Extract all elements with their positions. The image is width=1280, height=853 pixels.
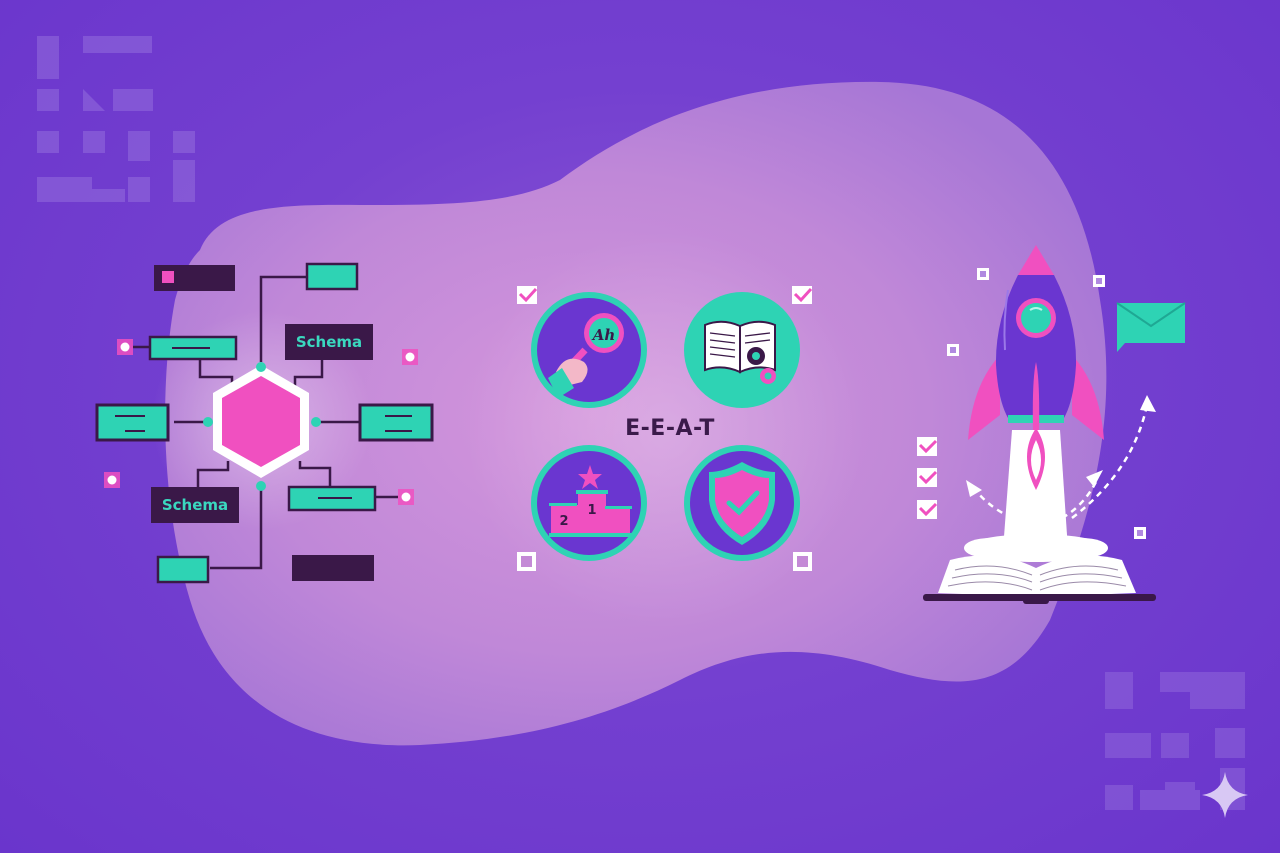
shield-check-icon xyxy=(684,445,800,561)
grid-decor-bottom-right xyxy=(1105,672,1245,810)
checklist-icon xyxy=(917,437,938,519)
teal-box xyxy=(358,403,434,442)
svg-text:1: 1 xyxy=(587,503,596,518)
dark-box xyxy=(292,555,374,581)
envelope-icon xyxy=(1116,302,1186,352)
node-boxes xyxy=(95,262,434,584)
schema-label-box xyxy=(285,324,373,360)
eeat-title: E-E-A-T xyxy=(625,416,715,441)
checkbox-icons xyxy=(517,286,813,571)
connector-lines xyxy=(133,275,398,570)
schema-label-top: Schema xyxy=(295,333,363,351)
grid-decor-top-left xyxy=(37,36,195,202)
svg-text:Ah: Ah xyxy=(591,326,616,344)
schema-label-bottom: Schema xyxy=(161,496,229,514)
rocket-icon xyxy=(995,245,1077,490)
book-gear-icon xyxy=(684,292,800,408)
open-book-icon xyxy=(923,555,1156,604)
hexagon-icon xyxy=(203,362,321,491)
teal-box xyxy=(156,555,210,584)
pink-node-dots xyxy=(104,339,418,505)
podium-icon: 2 1 xyxy=(531,445,647,561)
rocket-exhaust xyxy=(964,430,1108,562)
teal-box xyxy=(95,403,170,442)
sparkle-icon xyxy=(1202,772,1248,818)
svg-text:2: 2 xyxy=(559,514,568,529)
magnifier-hand-icon: Ah xyxy=(531,292,647,408)
schema-label-box xyxy=(151,487,239,523)
teal-box xyxy=(305,262,359,291)
